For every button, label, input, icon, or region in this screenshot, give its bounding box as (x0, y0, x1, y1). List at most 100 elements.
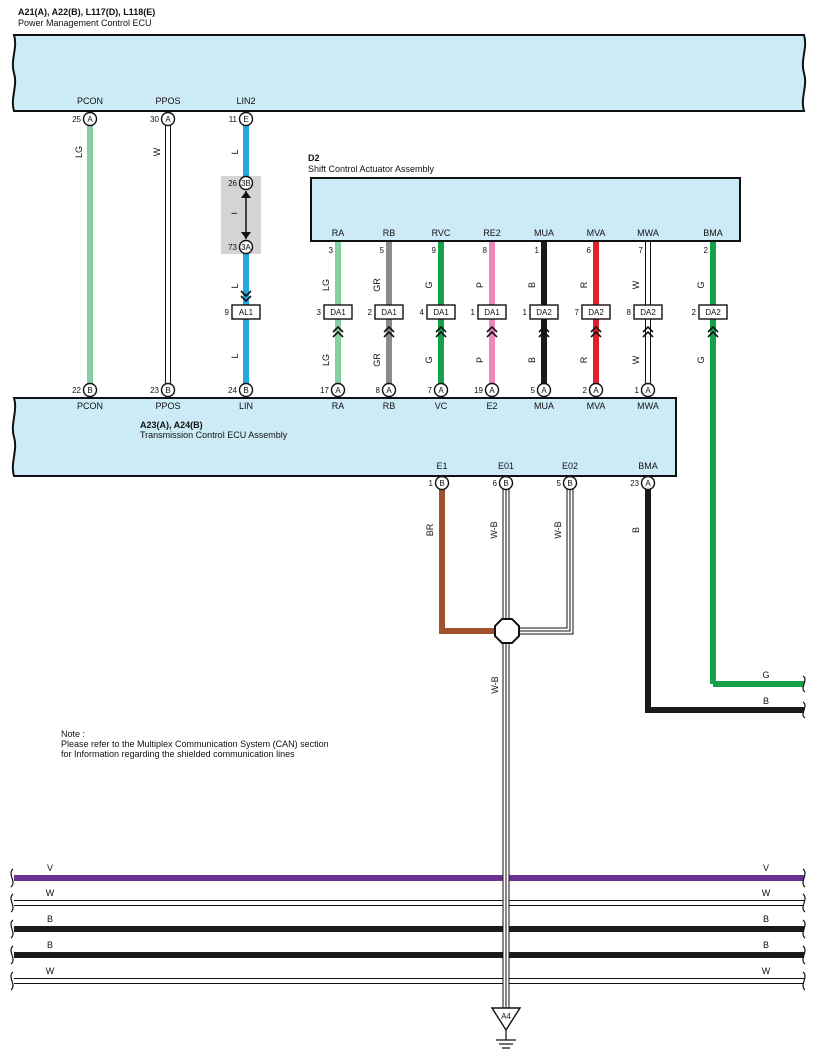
top-pin-name-pcon: PCON (77, 96, 103, 106)
actuator-pin-name-rb: RB (383, 228, 396, 238)
exit-wire-label-b: B (763, 696, 769, 706)
connector-mva-num: 7 (575, 308, 580, 317)
bus-label-right-4: W (762, 966, 771, 976)
wire-code-mwa-upper: W (631, 280, 641, 289)
chevron-mwa-a (642, 325, 654, 333)
connector-mwa-label: DA2 (640, 308, 656, 317)
wire-code-bma-upper: G (696, 281, 706, 288)
connector-mua-num: 1 (523, 308, 528, 317)
ecu-mid-subtitle: Transmission Control ECU Assembly (140, 430, 288, 440)
ecu-pin-mva-num: 2 (583, 386, 588, 395)
top-pin-ppos-conn: A (165, 115, 171, 124)
ecu-pin-mva-conn: A (593, 386, 599, 395)
actuator-pin-num-mwa: 7 (639, 246, 644, 255)
chevron-ra-a (332, 325, 344, 333)
actuator-pin-num-ra: 3 (329, 246, 334, 255)
ecu-pin-mwa-circle (640, 382, 656, 398)
ecu-pin-mua-num: 5 (531, 386, 536, 395)
ground-pin-e1-circle (434, 475, 450, 491)
wire-code-pcon: LG (74, 146, 84, 158)
ecu-pin-name-mua: MUA (534, 401, 554, 411)
exit-break-0 (802, 675, 806, 693)
wire-code-mua-upper: B (527, 282, 537, 288)
bus-label-right-3: B (763, 940, 769, 950)
bus-label-right-0: V (763, 863, 769, 873)
chevron-rb-a (383, 325, 395, 333)
mid-pin-ppos-conn: B (165, 386, 170, 395)
bus-break-right-1 (802, 893, 806, 913)
ground-trunk-code: W-B (490, 676, 500, 693)
mid-pin-name-pcon: PCON (77, 401, 103, 411)
wire-code-rvc-upper: G (424, 281, 434, 288)
mid-pin-pcon-num: 22 (72, 386, 81, 395)
power-management-ecu-box (11, 34, 807, 112)
ecu-pin-rvc-circle (433, 382, 449, 398)
ecu-pin-ra-num: 17 (320, 386, 329, 395)
ecu-pin-rb-conn: A (386, 386, 392, 395)
exit-wire-label-g: G (762, 670, 769, 680)
actuator-title: D2 (308, 153, 320, 163)
ground-wire-code-bma: B (631, 527, 641, 533)
mid-pin-pcon-conn: B (87, 386, 92, 395)
actuator-pin-num-mua: 1 (535, 246, 540, 255)
actuator-pin-name-re2: RE2 (483, 228, 501, 238)
bus-break-right-0 (802, 868, 806, 888)
actuator-pin-name-mva: MVA (587, 228, 606, 238)
chevron-mva-a (590, 325, 602, 333)
ecu-mid-title: A23(A), A24(B) (140, 420, 203, 430)
shield-joint-arrow-up (241, 191, 251, 198)
ground-point-label: A4 (501, 1012, 511, 1021)
wire-code-rvc-lower: G (424, 356, 434, 363)
note-line-2: for Information regarding the shielded c… (61, 749, 295, 759)
wire-code-bma-lower: G (696, 356, 706, 363)
shield-joint-arrow-down (241, 232, 251, 239)
bus-break-left-3 (10, 945, 14, 965)
lin-connector-label: AL1 (239, 308, 254, 317)
wire-code-ppos: W (152, 147, 162, 156)
wire-code-lin2: L (230, 149, 240, 154)
chevron-rvc-a (435, 325, 447, 333)
ground-pin-bma-conn: A (645, 479, 651, 488)
mid-pin-ppos-circle (160, 382, 176, 398)
actuator-pin-name-bma: BMA (703, 228, 723, 238)
wire-code-lin-2: L (230, 209, 240, 214)
mid-pin-lin-circle (238, 382, 254, 398)
top-pin-lin2-num: 11 (229, 115, 238, 124)
actuator-pin-name-ra: RA (332, 228, 345, 238)
ecu-pin-re2-conn: A (489, 386, 495, 395)
wire-code-lin-3: L (230, 283, 240, 288)
ground-pin-e02-circle (562, 475, 578, 491)
chevron-rvc-b (435, 330, 447, 338)
connector-rvc-box (426, 304, 456, 320)
top-pin-pcon-circle (82, 111, 98, 127)
ecu-pin-rb-circle (381, 382, 397, 398)
connector-bma-num: 2 (692, 308, 697, 317)
transmission-ecu-box (11, 397, 677, 477)
wire-code-mva-upper: R (579, 281, 589, 288)
wire-e02-white (520, 483, 573, 634)
ecu-pin-mua-conn: A (541, 386, 547, 395)
top-pin-name-ppos: PPOS (155, 96, 180, 106)
lin-chevron-b (240, 290, 252, 298)
connector-re2-label: DA1 (484, 308, 500, 317)
connector-ra-num: 3 (317, 308, 322, 317)
chevron-rb-b (383, 330, 395, 338)
ground-pin-e01-circle (498, 475, 514, 491)
bus-label-right-1: W (762, 888, 771, 898)
chevron-mua-a (538, 325, 550, 333)
chevron-re2-b (486, 330, 498, 338)
connector-ra-box (323, 304, 353, 320)
bus-break-right-2 (802, 919, 806, 939)
ecu-pin-name-rb: RB (383, 401, 396, 411)
ground-triangle (490, 1007, 522, 1032)
top-pin-name-lin2: LIN2 (236, 96, 255, 106)
connector-mwa-num: 8 (627, 308, 632, 317)
shift-actuator-box (310, 177, 741, 242)
chevron-bma-a (707, 325, 719, 333)
mid-pin-lin-num: 24 (228, 386, 237, 395)
ecu-pin-name-mwa: MWA (637, 401, 659, 411)
connector-mva-box (581, 304, 611, 320)
shield-joint-top-conn: 3B (241, 179, 251, 188)
actuator-pin-name-rvc: RVC (432, 228, 451, 238)
top-pin-pcon-num: 25 (72, 115, 81, 124)
